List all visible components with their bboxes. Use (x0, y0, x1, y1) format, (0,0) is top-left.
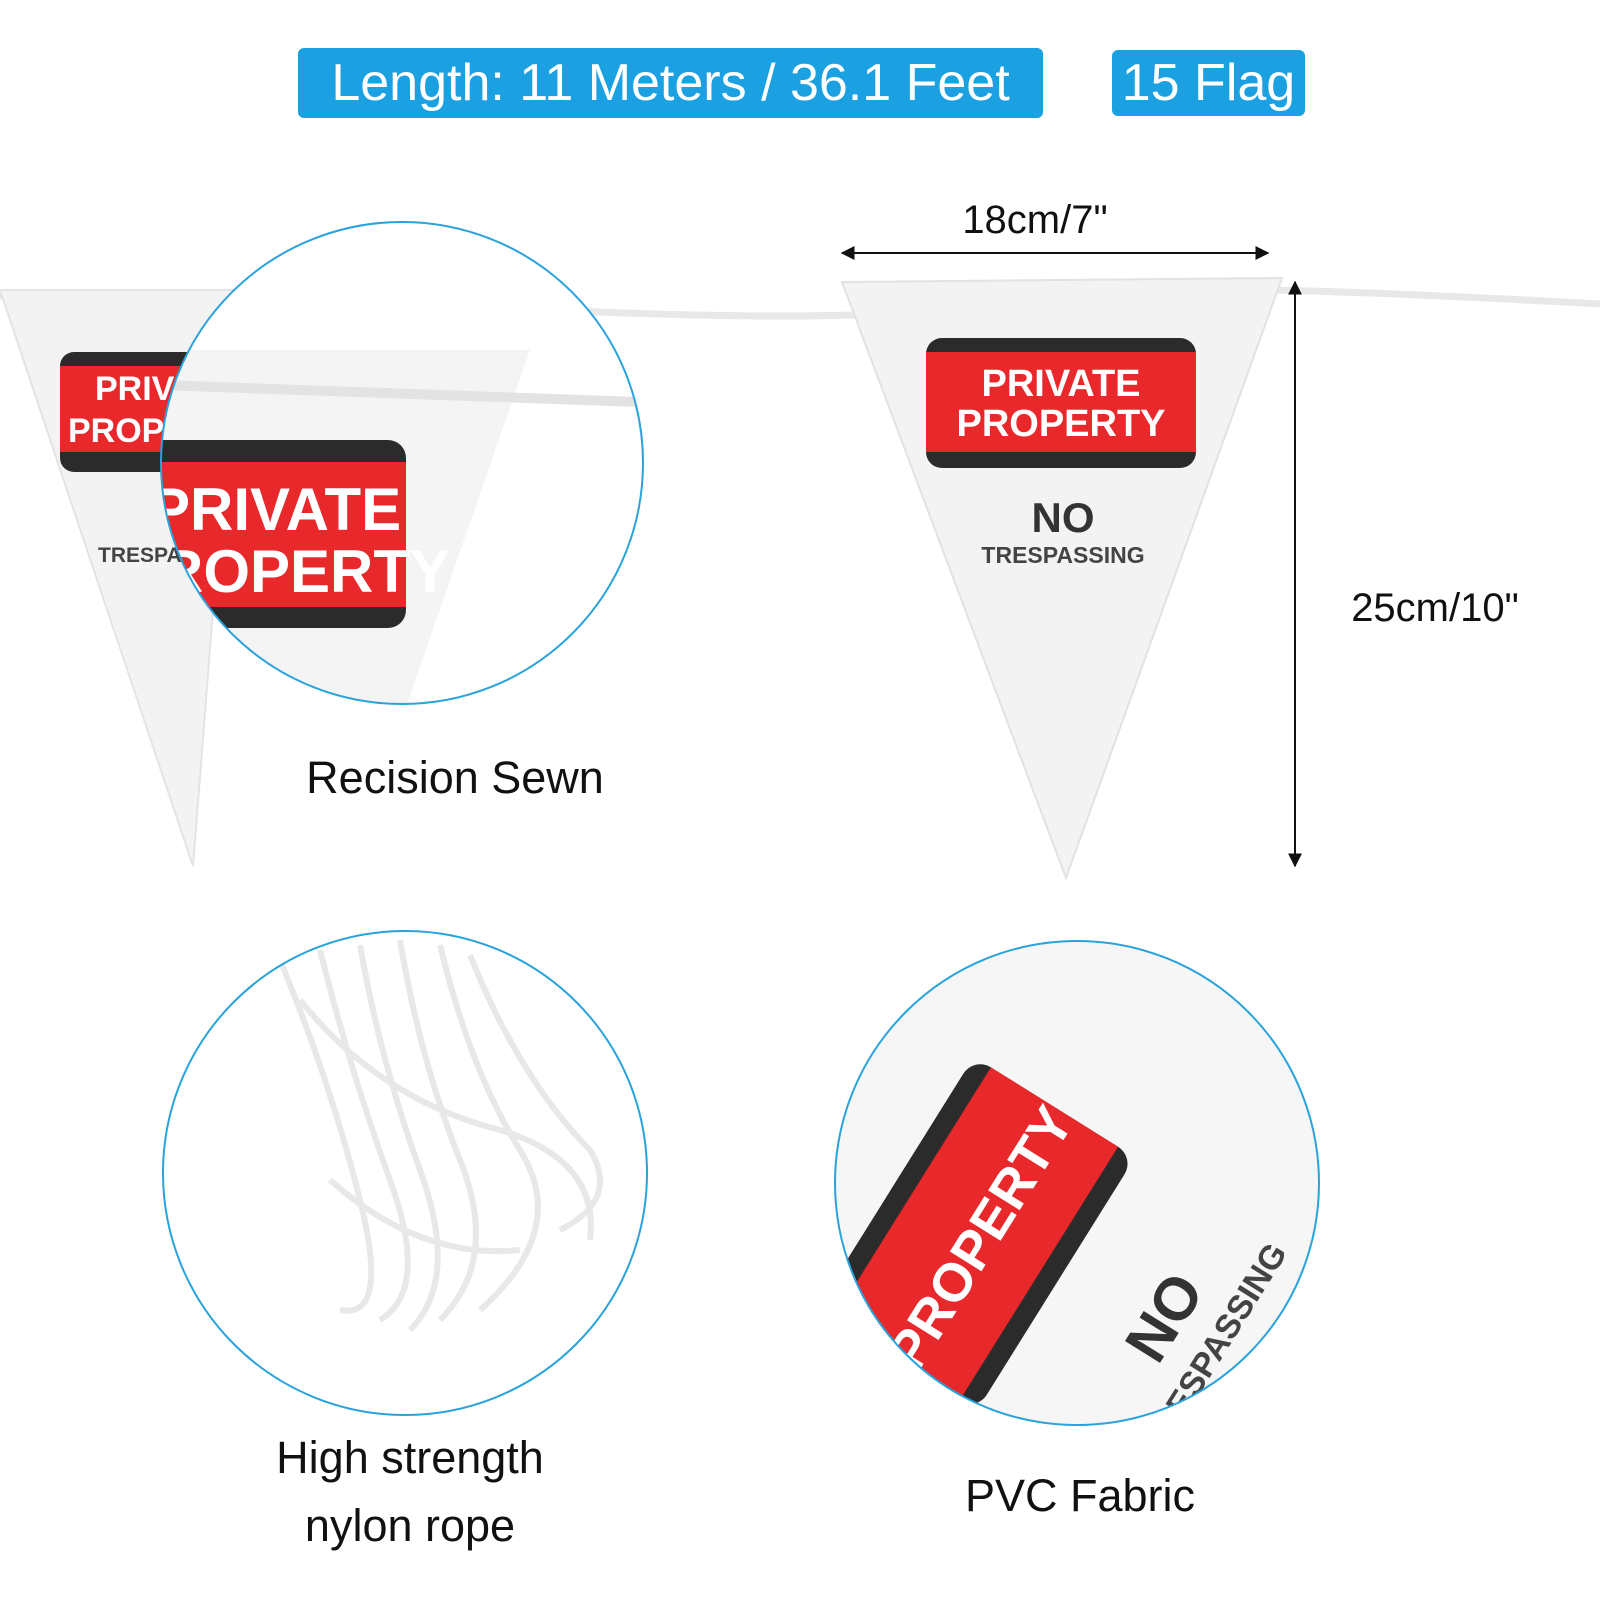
width-label: 18cm/7" (962, 198, 1108, 242)
sewn-detail-circle: PRIVATE PROPERTY (120, 221, 644, 705)
zoom1-text-2: PROPERTY (120, 538, 450, 605)
sewn-feature-label: Recision Sewn (306, 752, 604, 803)
main-flag-text-1: PRIVATE (981, 363, 1140, 405)
flag-count-badge: 15 Flag (1112, 50, 1305, 116)
main-flag-text-2: PROPERTY (956, 403, 1165, 445)
fabric-feature-label: PVC Fabric (964, 1470, 1196, 1521)
height-label: 25cm/10" (1351, 586, 1519, 630)
main-flag-text-3: NO (1032, 494, 1095, 541)
rope-feature-label-line2: nylon rope (304, 1500, 516, 1551)
zoom1-text-1: PRIVATE (150, 476, 401, 543)
fabric-detail-circle: PROPERTY NO TRESPASSING (834, 940, 1320, 1426)
rope-feature-label-line1: High strength (276, 1432, 544, 1483)
main-flag: PRIVATE PROPERTY NO TRESPASSING (840, 276, 1284, 881)
length-badge: Length: 11 Meters / 36.1 Feet (298, 48, 1043, 118)
rope-detail-circle (162, 930, 648, 1416)
main-flag-text-4: TRESPASSING (981, 542, 1144, 568)
